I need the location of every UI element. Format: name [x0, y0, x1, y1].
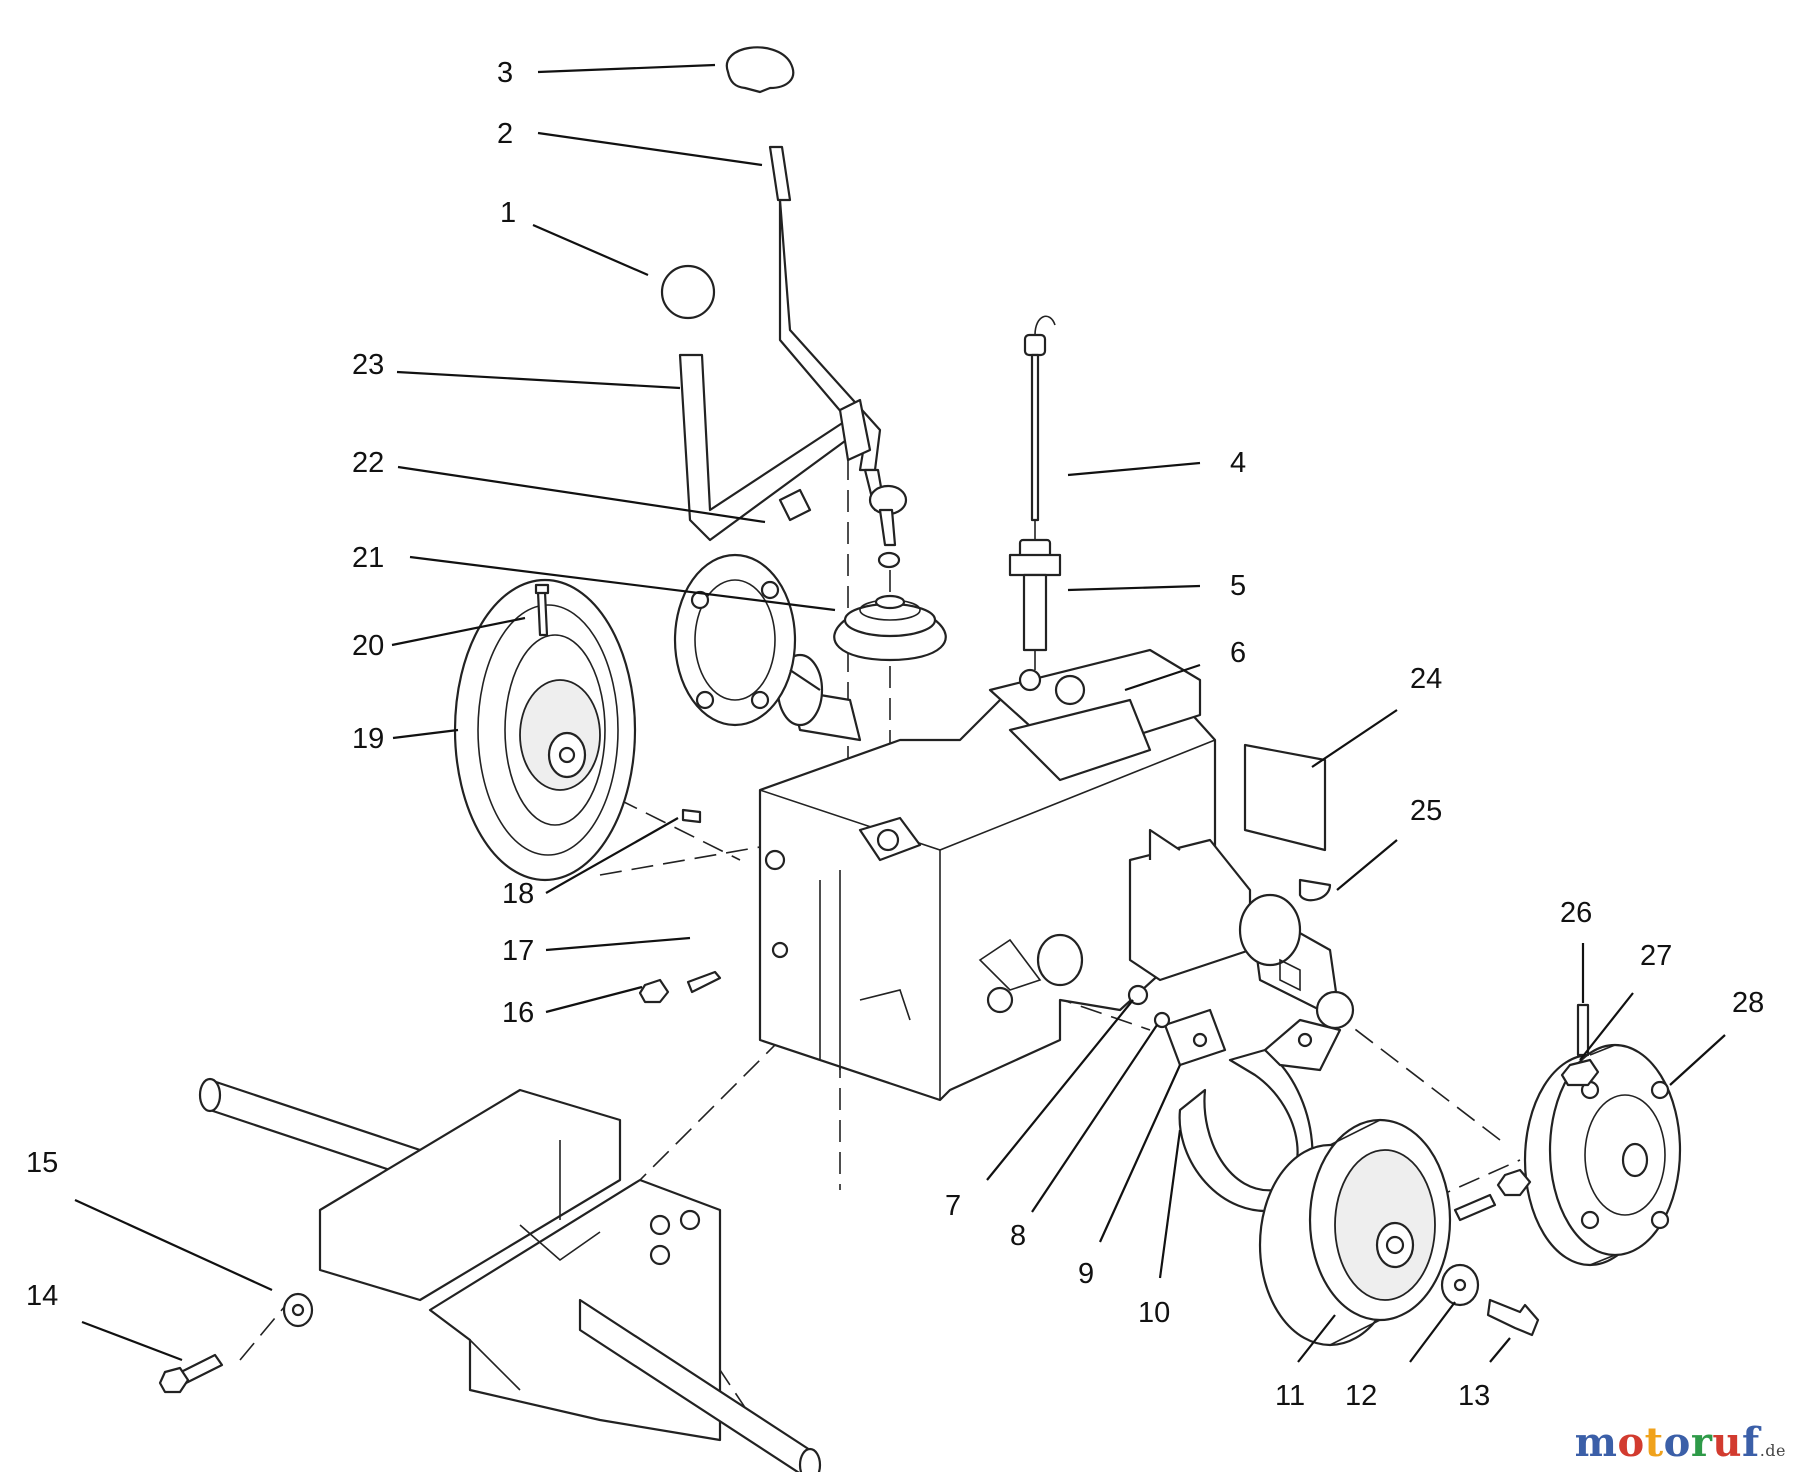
knob-3	[725, 46, 795, 94]
callout-2: 2	[497, 118, 513, 150]
callout-23: 23	[352, 349, 384, 381]
frame-assembly	[198, 1077, 822, 1472]
brake-bracket	[1163, 1008, 1227, 1067]
watermark-letter: u	[1712, 1419, 1742, 1466]
motoruf-watermark: motoruf.de	[1575, 1419, 1786, 1466]
callout-24: 24	[1410, 663, 1442, 695]
callout-4: 4	[1230, 447, 1246, 479]
gasket	[1243, 743, 1327, 852]
woodruff-key	[1298, 878, 1332, 902]
watermark-letter: o	[1663, 1419, 1691, 1466]
callout-28: 28	[1732, 987, 1764, 1019]
callout-21: 21	[352, 542, 384, 574]
transaxle-housing	[758, 648, 1217, 1102]
watermark-tld: .de	[1759, 1441, 1786, 1460]
callout-9: 9	[1078, 1258, 1094, 1290]
callout-5: 5	[1230, 570, 1246, 602]
pulley	[453, 578, 637, 882]
right-output-shaft	[1128, 828, 1355, 1030]
knob-1	[660, 264, 716, 320]
callout-11: 11	[1275, 1380, 1305, 1412]
callout-7: 7	[945, 1190, 961, 1222]
dipstick	[1008, 315, 1062, 652]
callout-leaders	[74, 63, 1726, 1363]
callout-labels: 3 2 1 23 22 21 20 19 18 17 16 15 14 4 5 …	[26, 57, 1764, 1412]
watermark-letter: r	[1690, 1419, 1713, 1466]
callout-18: 18	[502, 878, 534, 910]
callout-6: 6	[1230, 637, 1246, 669]
callout-8: 8	[1010, 1220, 1026, 1252]
small-hardware	[158, 583, 1600, 1394]
callout-3: 3	[497, 57, 513, 89]
callout-27: 27	[1640, 940, 1672, 972]
left-output-shaft	[673, 553, 862, 742]
callout-10: 10	[1138, 1297, 1170, 1329]
callout-26: 26	[1560, 897, 1592, 929]
callout-17: 17	[502, 935, 534, 967]
watermark-letter: o	[1617, 1419, 1645, 1466]
shift-lever-assembly	[678, 145, 908, 569]
callout-16: 16	[502, 997, 534, 1029]
watermark-letter: t	[1644, 1419, 1664, 1466]
brake-drum	[1258, 1118, 1452, 1347]
watermark-letter: f	[1741, 1419, 1760, 1466]
callout-1: 1	[500, 197, 516, 229]
callout-22: 22	[352, 447, 384, 479]
shift-boot	[833, 594, 947, 662]
callout-19: 19	[352, 723, 384, 755]
watermark-letter: m	[1574, 1419, 1618, 1466]
callout-13: 13	[1458, 1380, 1490, 1412]
wheel-hub	[1523, 1043, 1682, 1267]
callout-20: 20	[352, 630, 384, 662]
callout-12: 12	[1345, 1380, 1377, 1412]
callout-15: 15	[26, 1147, 58, 1179]
callout-25: 25	[1410, 795, 1442, 827]
brake-band	[1178, 1018, 1342, 1213]
callout-14: 14	[26, 1280, 58, 1312]
